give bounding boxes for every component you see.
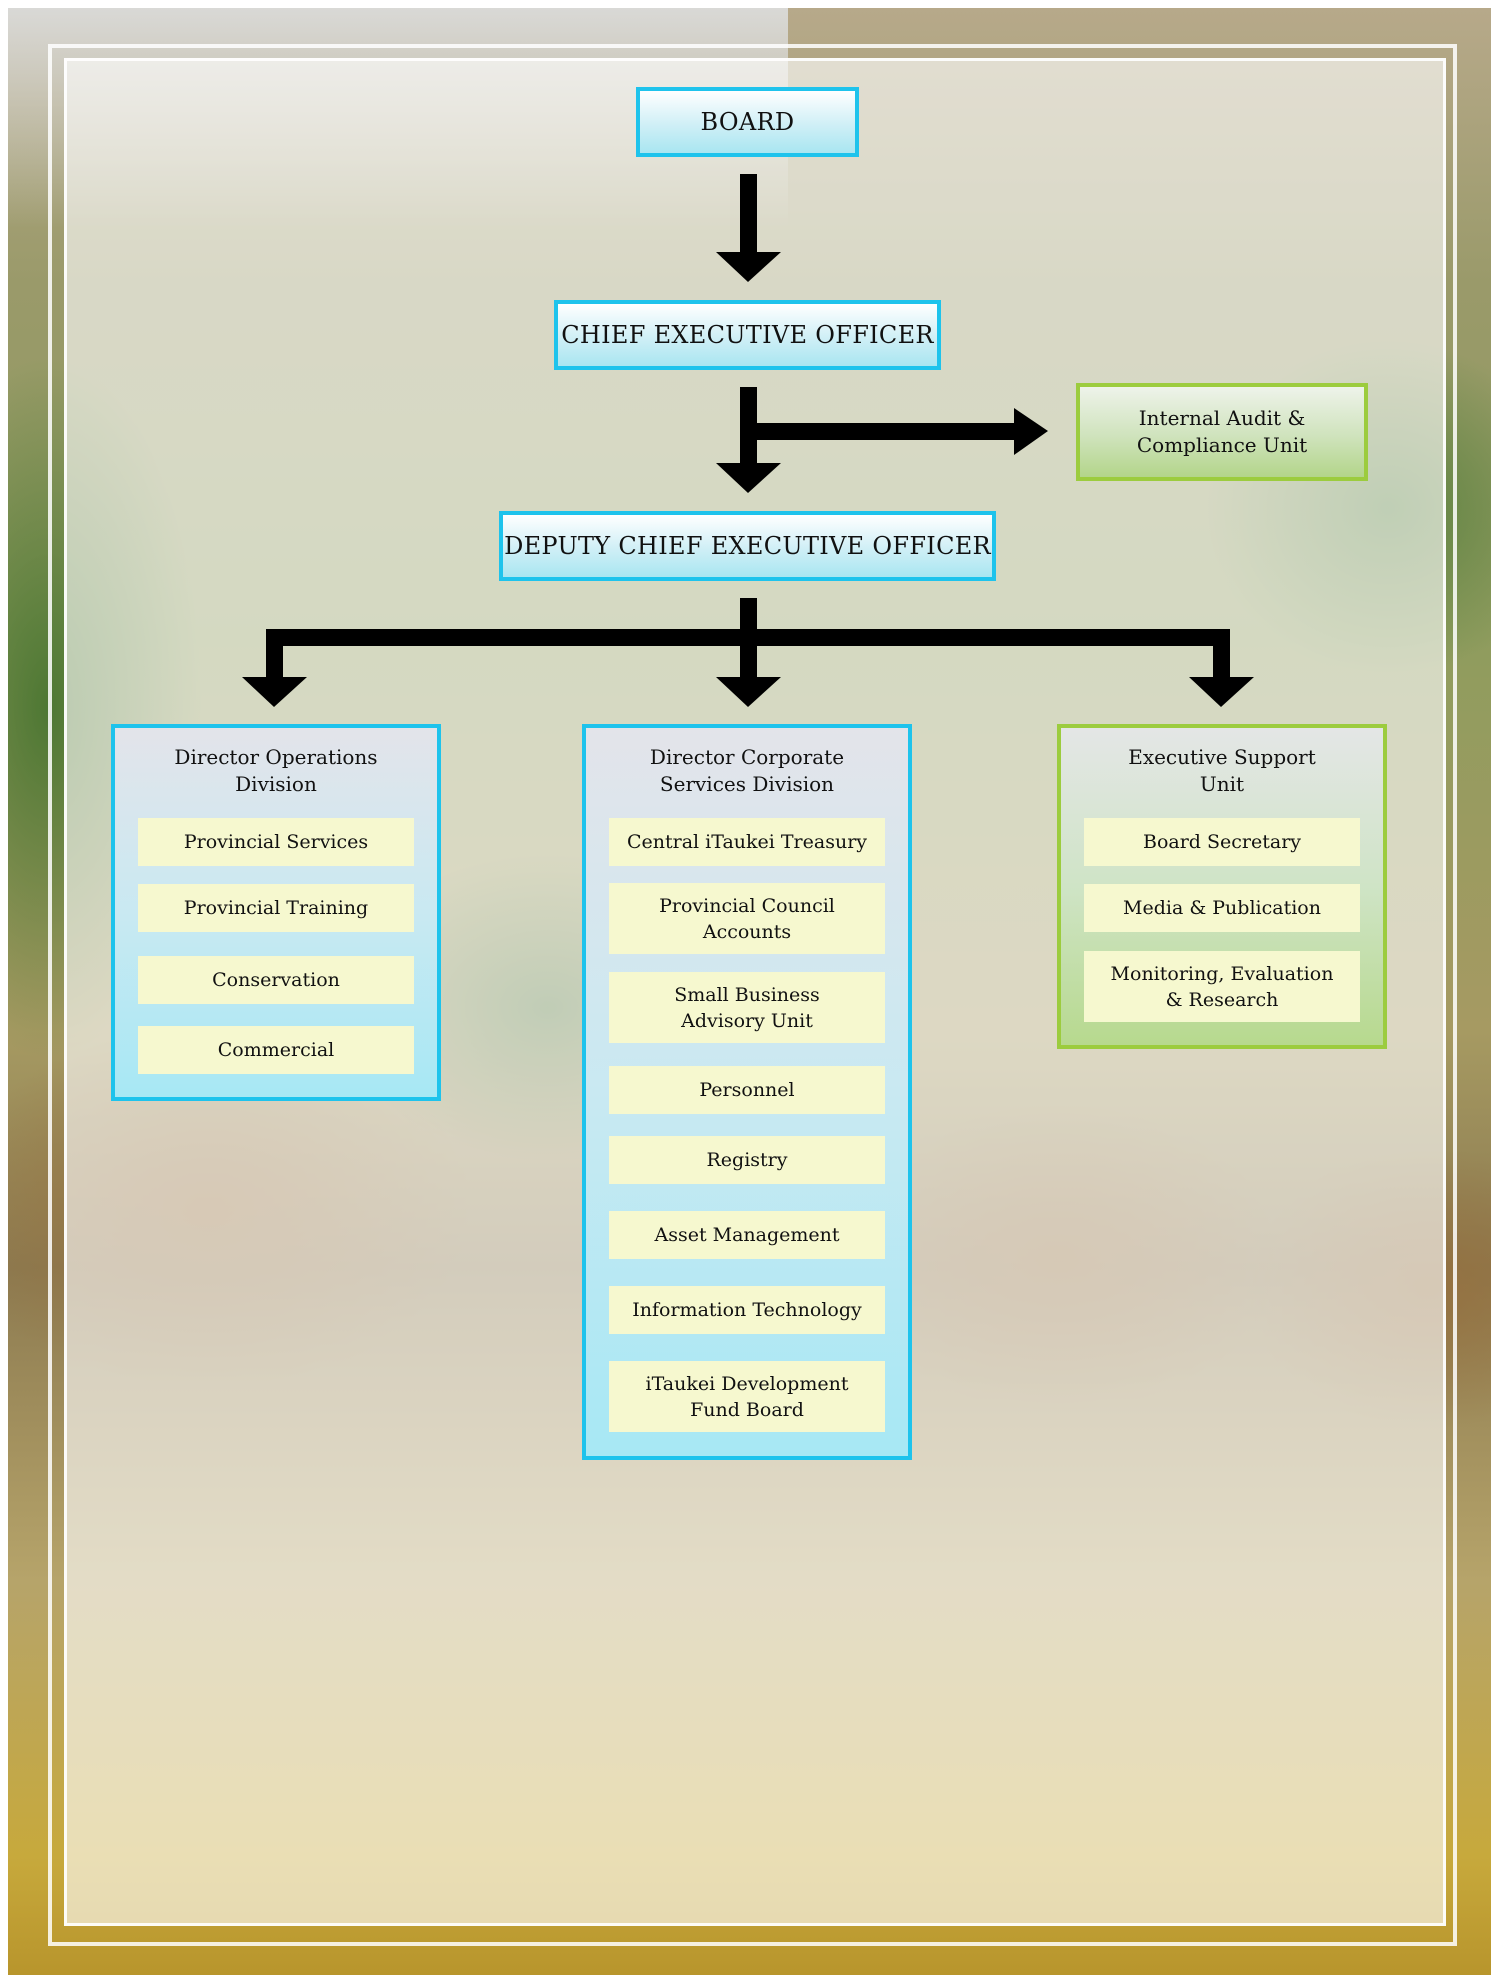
- corporate-services-division: Director Corporate Services Division Cen…: [582, 724, 912, 1460]
- unit-small-business-advisory: Small Business Advisory Unit: [609, 972, 885, 1043]
- arrowhead-support: [1189, 677, 1254, 707]
- operations-division: Director Operations Division Provincial …: [111, 724, 441, 1101]
- operations-division-title: Director Operations Division: [174, 745, 378, 796]
- unit-provincial-training: Provincial Training: [138, 884, 414, 932]
- unit-information-technology: Information Technology: [609, 1286, 885, 1334]
- arrowhead-operations: [242, 677, 307, 707]
- audit-unit-box: Internal Audit & Compliance Unit: [1076, 383, 1368, 481]
- audit-unit-label: Internal Audit & Compliance Unit: [1136, 406, 1308, 457]
- arrowhead-corporate: [716, 677, 781, 707]
- executive-support-unit: Executive Support Unit Board Secretary M…: [1057, 724, 1387, 1049]
- arrowhead-ceo: [716, 252, 781, 282]
- unit-provincial-council-accounts: Provincial Council Accounts: [609, 883, 885, 954]
- unit-itaukei-development-fund-board: iTaukei Development Fund Board: [609, 1361, 885, 1432]
- ceo-box: CHIEF EXECUTIVE OFFICER: [554, 300, 941, 370]
- deputy-ceo-box: DEPUTY CHIEF EXECUTIVE OFFICER: [499, 511, 996, 581]
- unit-monitoring-evaluation-research: Monitoring, Evaluation & Research: [1084, 951, 1360, 1022]
- unit-board-secretary: Board Secretary: [1084, 818, 1360, 866]
- unit-commercial: Commercial: [138, 1026, 414, 1074]
- arrow-branch-bar: [266, 629, 1230, 646]
- arrow-ceo-to-audit: [748, 423, 1016, 440]
- arrow-board-to-ceo: [740, 174, 757, 254]
- unit-conservation: Conservation: [138, 956, 414, 1004]
- board-label: BOARD: [700, 108, 795, 136]
- unit-asset-management: Asset Management: [609, 1211, 885, 1259]
- outer-frame: [48, 44, 1457, 1946]
- unit-personnel: Personnel: [609, 1066, 885, 1114]
- unit-central-itaukei-treasury: Central iTaukei Treasury: [609, 818, 885, 866]
- unit-registry: Registry: [609, 1136, 885, 1184]
- deputy-ceo-label: DEPUTY CHIEF EXECUTIVE OFFICER: [504, 532, 991, 560]
- board-box: BOARD: [636, 87, 859, 157]
- unit-media-publication: Media & Publication: [1084, 884, 1360, 932]
- arrowhead-audit: [1014, 408, 1048, 455]
- arrow-left-drop: [266, 629, 283, 679]
- arrow-right-drop: [1213, 629, 1230, 679]
- ceo-label: CHIEF EXECUTIVE OFFICER: [561, 321, 934, 349]
- arrowhead-deputy: [716, 463, 781, 493]
- unit-provincial-services: Provincial Services: [138, 818, 414, 866]
- executive-support-unit-title: Executive Support Unit: [1128, 745, 1316, 796]
- corporate-services-division-title: Director Corporate Services Division: [649, 745, 845, 796]
